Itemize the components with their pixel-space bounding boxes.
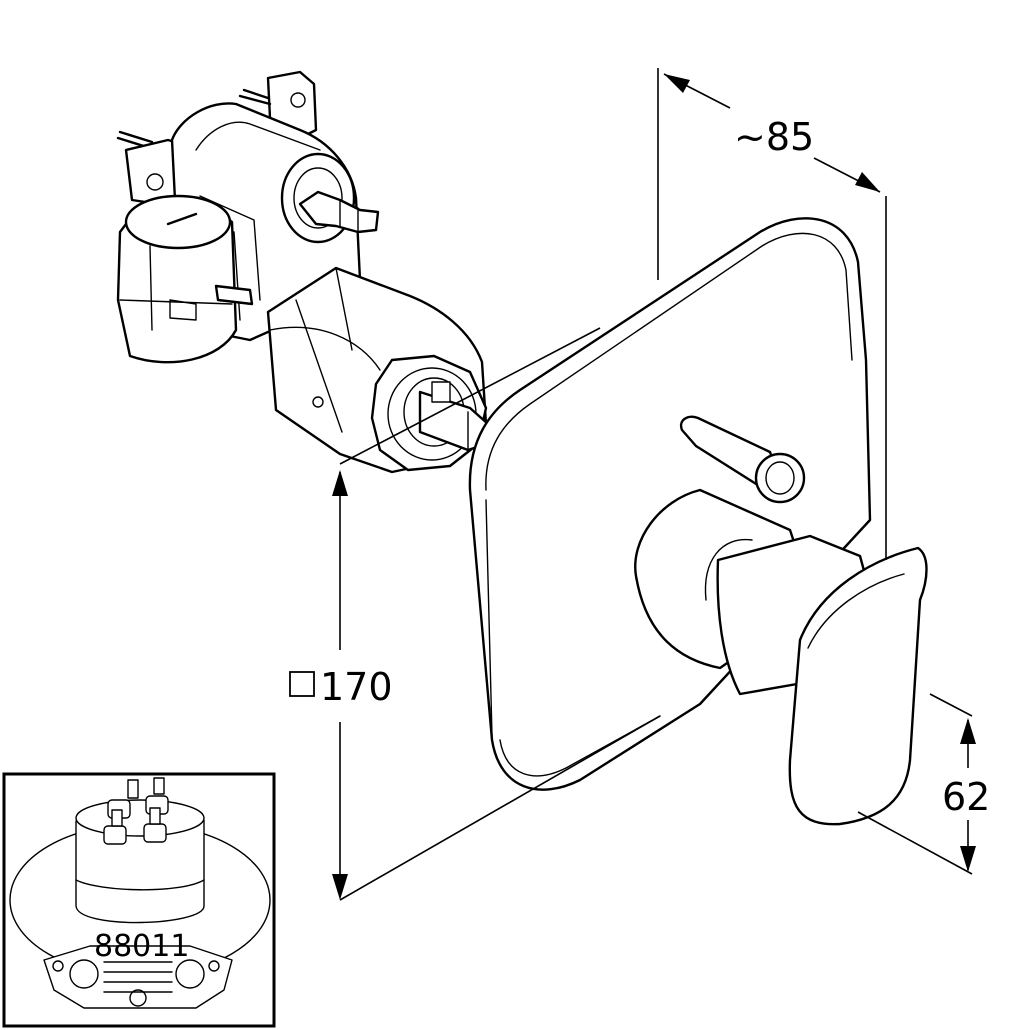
lever-handle xyxy=(634,488,928,826)
depth-label: ~85 xyxy=(734,115,814,159)
projection-label: 62 xyxy=(942,775,990,819)
inset-bolts xyxy=(103,777,169,845)
dimension-depth xyxy=(657,68,887,560)
dimension-projection xyxy=(857,693,976,875)
plate-size-label: 170 xyxy=(320,665,393,709)
inset-box xyxy=(2,772,276,1028)
dimension-plate-size xyxy=(289,327,661,901)
square-outline-icon xyxy=(289,671,315,697)
valve-cartridge xyxy=(266,266,490,474)
rough-in-valve-body xyxy=(116,70,380,364)
inset-part-number: 88011 xyxy=(94,929,189,964)
